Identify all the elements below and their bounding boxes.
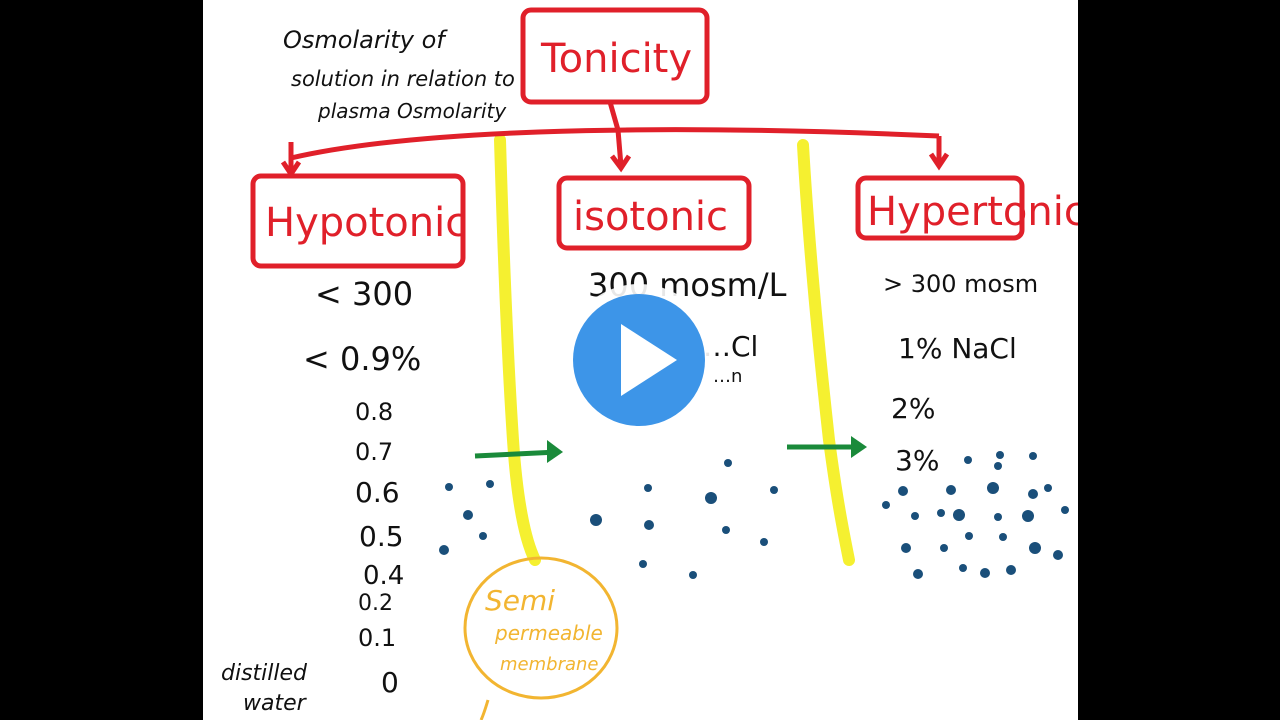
membrane-line-right <box>797 139 855 566</box>
scale-05: 0.5 <box>359 520 404 553</box>
water-flow-arrow-left <box>474 440 563 463</box>
definition-line-3: plasma Osmolarity <box>317 99 507 123</box>
isotonic-line-3: …n <box>713 366 742 387</box>
hypertonic-line-4: 3% <box>895 444 939 477</box>
whiteboard: Osmolarity of solution in relation to pl… <box>203 0 1078 720</box>
definition-line-1: Osmolarity of <box>283 26 448 54</box>
hypertonic-box <box>855 175 1025 241</box>
hypotonic-line-2: < 0.9% <box>303 340 421 378</box>
membrane-line-left <box>494 134 541 566</box>
hypotonic-box <box>250 173 466 269</box>
scale-07: 0.7 <box>355 438 393 466</box>
title-text: Tonicity <box>540 36 692 82</box>
semipermeable-membrane-circle <box>463 556 619 700</box>
hypotonic-line-1: < 300 <box>315 275 413 313</box>
scale-06: 0.6 <box>355 476 400 509</box>
membrane-label-1: Semi <box>485 584 555 617</box>
particles-hypertonic <box>882 451 1069 579</box>
scale-0: 0 <box>381 666 399 699</box>
membrane-label-3: membrane <box>500 654 598 675</box>
scale-04: 0.4 <box>363 561 404 591</box>
water-label: water <box>243 691 308 716</box>
diagram-canvas: Osmolarity of solution in relation to pl… <box>221 7 1078 720</box>
scale-01: 0.1 <box>358 624 396 652</box>
particles-hypotonic <box>439 480 494 555</box>
scale-08: 0.8 <box>355 398 393 426</box>
hypertonic-line-3: 2% <box>891 392 935 425</box>
arrow-isotonic <box>610 129 632 173</box>
distilled-label: distilled <box>221 661 308 686</box>
isotonic-box <box>556 175 752 251</box>
arrow-hypertonic <box>928 136 950 171</box>
membrane-label-2: permeable <box>494 621 603 645</box>
play-button[interactable] <box>563 284 715 436</box>
play-icon <box>621 324 677 396</box>
hypotonic-label: Hypotonic <box>265 200 467 246</box>
hypertonic-line-1: > 300 mosm <box>883 270 1038 298</box>
scale-02: 0.2 <box>358 591 393 616</box>
definition-line-2: solution in relation to <box>291 67 515 91</box>
connector-line <box>290 101 940 161</box>
water-flow-arrow-right <box>787 436 867 458</box>
title-box <box>520 7 710 105</box>
isotonic-label: isotonic <box>573 194 728 240</box>
hypertonic-line-2: 1% NaCl <box>898 332 1017 365</box>
membrane-tail <box>479 699 490 720</box>
hypertonic-label: Hypertonic <box>867 189 1078 235</box>
particles-isotonic <box>590 459 778 579</box>
